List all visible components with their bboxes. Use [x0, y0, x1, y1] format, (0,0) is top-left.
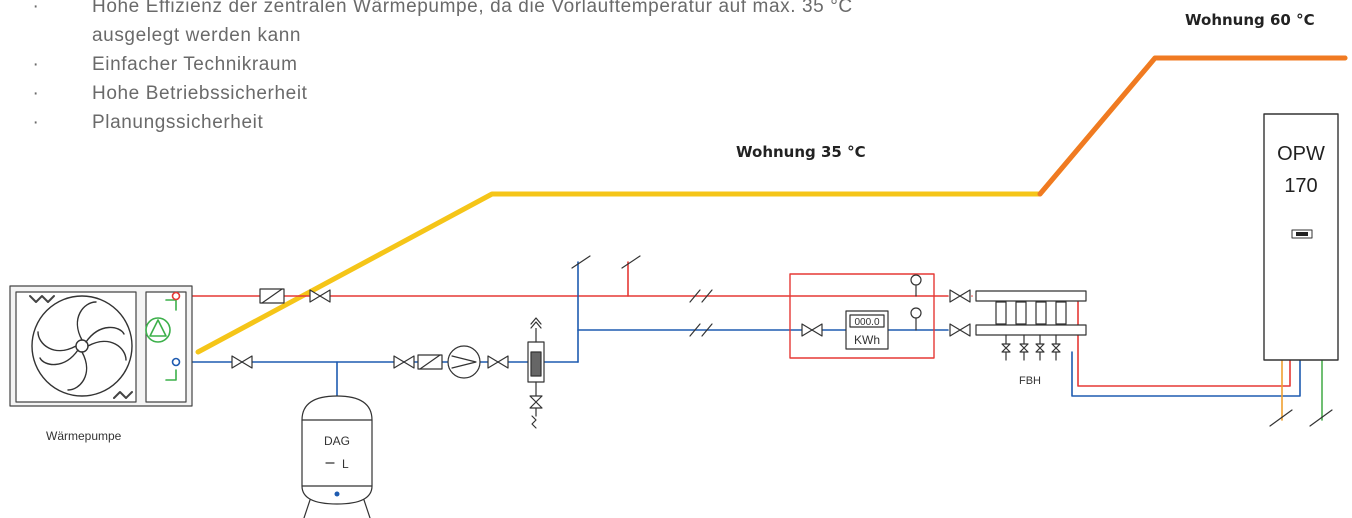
- floor-heating-manifold: [975, 290, 1087, 361]
- metering-station: [789, 273, 935, 359]
- valve-icon: [487, 355, 509, 369]
- storage-label-2: 170: [1284, 175, 1317, 197]
- bullet-dot: ·: [32, 83, 40, 104]
- benefit-item: ·Einfacher Technikraum: [30, 50, 912, 79]
- temp-line-60: [1037, 55, 1348, 197]
- meter-digits: 000.0: [854, 317, 879, 328]
- bullet-dot: ·: [32, 112, 40, 133]
- supply-pipe: [175, 261, 1291, 387]
- valve-icon: [231, 355, 253, 369]
- thermometer-icon: [910, 274, 922, 286]
- bullet-dot: ·: [32, 54, 40, 75]
- air-vent-icon: [530, 317, 542, 329]
- tank-label-top: DAG: [324, 434, 350, 448]
- valve-icon: [801, 323, 823, 337]
- bullet-dot: ·: [32, 0, 40, 17]
- temp-label-35: Wohnung 35 °C: [736, 143, 866, 161]
- benefit-item: ·Hohe Betriebssicherheit: [30, 79, 912, 108]
- thermometer-icon: [910, 307, 922, 319]
- benefit-item: ·Hohe Effizienz der zentralen Wärmepumpe…: [30, 0, 912, 50]
- tank-label-bottom: L: [342, 457, 349, 471]
- temp-line-35: [195, 55, 1348, 355]
- buffer-tank: [301, 395, 373, 518]
- valve-icon: [529, 395, 543, 409]
- valve-icon: [309, 289, 331, 303]
- storage-label-1: OPW: [1277, 143, 1325, 165]
- valve-icon: [949, 289, 971, 303]
- fan-icon: [31, 295, 133, 397]
- heat-pump-label: Wärmepumpe: [46, 429, 122, 443]
- valve-icon: [949, 323, 971, 337]
- meter-unit: KWh: [854, 333, 880, 347]
- benefit-list: ·Hohe Effizienz der zentralen Wärmepumpe…: [30, 0, 912, 137]
- valve-icon: [393, 355, 415, 369]
- heat-pump-unit: [9, 285, 193, 407]
- benefit-item: ·Planungssicherheit: [30, 108, 912, 137]
- temp-label-60: Wohnung 60 °C: [1185, 11, 1315, 29]
- floor-heating-label: FBH: [1019, 375, 1041, 387]
